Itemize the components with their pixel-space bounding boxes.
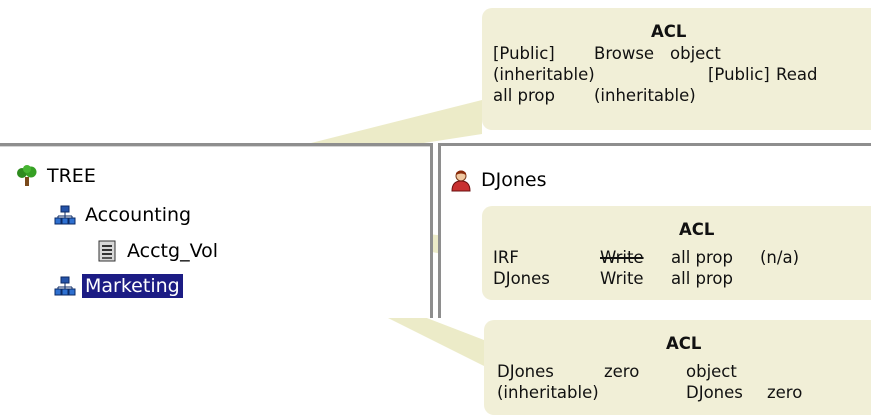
acl-cell: DJones <box>493 269 550 288</box>
acl-cell: Browse <box>594 44 655 63</box>
acl-cell: IRF <box>493 248 519 267</box>
acl-callout-1: ACL [Public] Browse object (inheritable)… <box>482 8 871 130</box>
acl-cell: Read <box>776 65 818 84</box>
acl-cell: (inheritable) <box>493 65 595 84</box>
acl-cell: all prop <box>493 86 555 105</box>
acl-cell: (inheritable) <box>594 86 696 105</box>
tree-icon <box>17 165 37 186</box>
acl-cell: DJones <box>497 362 554 381</box>
acl-cell: (n/a) <box>760 248 800 267</box>
acl-cell: Write <box>600 269 644 288</box>
tree-root-label: TREE <box>47 165 96 187</box>
tree-item-label: Accounting <box>85 204 192 226</box>
acl-callout-3: ACL DJones zero object (inheritable) DJo… <box>484 320 871 415</box>
acl-cell: (inheritable) <box>497 383 599 402</box>
acl-cell: DJones <box>686 383 743 402</box>
tree-item-label: Acctg_Vol <box>127 240 218 262</box>
acl-cell-struck: Write <box>600 248 644 267</box>
acl-cell: object <box>686 362 737 381</box>
acl-cell: all prop <box>671 269 733 288</box>
user-icon <box>451 170 471 192</box>
tree-item-accounting[interactable]: Accounting <box>54 203 194 227</box>
tree-item-acctg-vol[interactable]: Acctg_Vol <box>96 239 221 263</box>
acl-title: ACL <box>651 22 687 41</box>
acl-cell: zero <box>767 383 803 402</box>
acl-cell: [Public] <box>708 65 770 84</box>
user-label: DJones <box>481 169 547 191</box>
acl-cell: zero <box>604 362 640 381</box>
tree-root[interactable]: TREE <box>16 164 99 188</box>
org-unit-icon <box>54 205 76 225</box>
acl-callout-2: ACL IRF Write all prop (n/a) DJones Writ… <box>482 206 871 300</box>
acl-cell: [Public] <box>493 44 555 63</box>
volume-icon <box>98 240 116 262</box>
tree-item-label: Marketing <box>82 274 183 298</box>
org-unit-icon <box>54 276 76 296</box>
acl-title: ACL <box>666 334 702 353</box>
acl-title: ACL <box>679 220 715 239</box>
tree-panel: TREE Accounting Acctg_Vol <box>0 143 433 318</box>
acl-cell: all prop <box>671 248 733 267</box>
acl-cell: object <box>670 44 721 63</box>
tree-item-marketing[interactable]: Marketing <box>54 274 183 298</box>
user-djones[interactable]: DJones <box>449 168 547 192</box>
